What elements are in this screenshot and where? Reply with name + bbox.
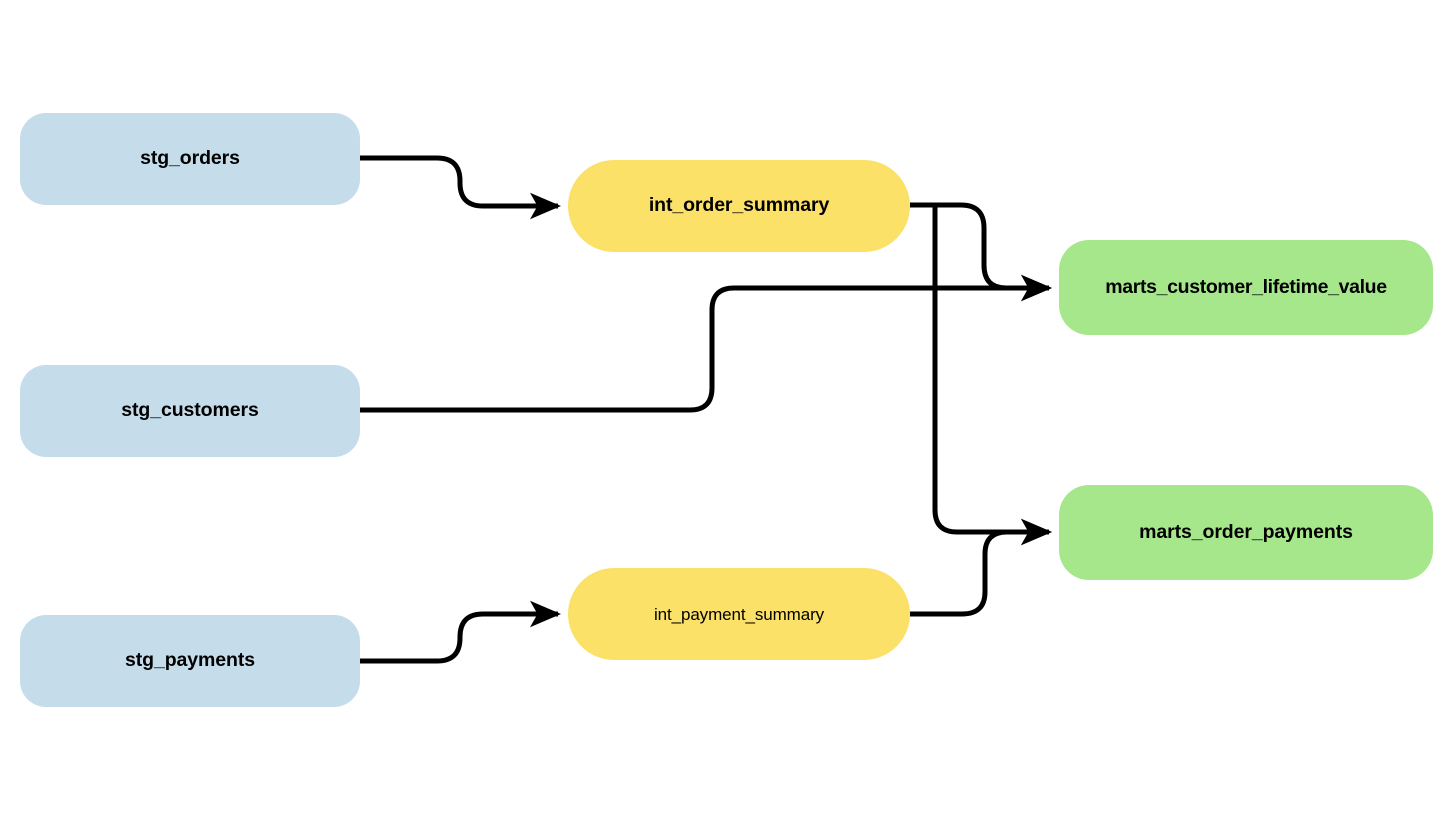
node-label-stg-payments: stg_payments — [125, 649, 255, 672]
edge-stg-orders-to-int-order-summary — [360, 155, 562, 220]
node-label-int-order-summary: int_order_summary — [648, 194, 830, 217]
edge-int-order-summary-to-marts-order-payments — [910, 202, 1053, 546]
node-marts-customer-lifetime-value[interactable]: marts_customer_lifetime_value — [1059, 240, 1433, 335]
node-label-marts-order-payments: marts_order_payments — [1139, 520, 1353, 543]
node-label-int-payment-summary: int_payment_summary — [653, 604, 825, 624]
node-label-stg-customers: stg_customers — [121, 399, 259, 422]
node-stg-orders[interactable]: stg_orders — [20, 113, 360, 205]
node-label-marts-customer-lifetime-value: marts_customer_lifetime_value — [1105, 275, 1387, 298]
node-int-order-summary[interactable]: int_order_summary — [568, 160, 910, 252]
edge-int-order-summary-to-marts-clv — [910, 202, 1053, 302]
node-label-stg-orders: stg_orders — [140, 147, 240, 170]
node-marts-order-payments[interactable]: marts_order_payments — [1059, 485, 1433, 580]
node-int-payment-summary[interactable]: int_payment_summary — [568, 568, 910, 660]
edge-int-payment-summary-to-marts-order-payments — [910, 518, 1053, 617]
edge-stg-customers-to-marts-clv — [360, 274, 1053, 413]
node-stg-customers[interactable]: stg_customers — [20, 365, 360, 457]
node-stg-payments[interactable]: stg_payments — [20, 615, 360, 707]
edge-stg-payments-to-int-payment-summary — [360, 600, 562, 664]
